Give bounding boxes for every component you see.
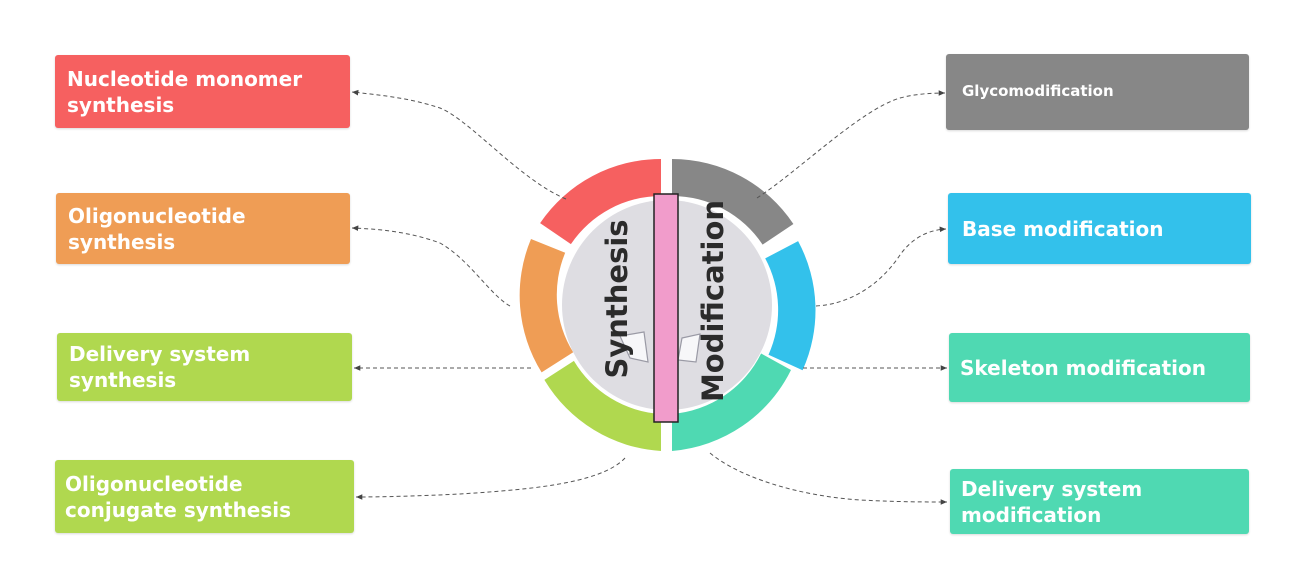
box-glycomodification: Glycomodification bbox=[946, 54, 1249, 130]
box-label-line: Delivery system bbox=[961, 476, 1143, 501]
ring-segment-green bbox=[544, 360, 661, 451]
ring-segment-teal bbox=[672, 353, 791, 451]
box-nucleotide-monomer-synthesis: Nucleotide monomer synthesis bbox=[55, 55, 350, 128]
box-delivery-system-modification: Delivery system modification bbox=[950, 469, 1249, 534]
ring-segment-red bbox=[540, 159, 661, 245]
center-divider-bar bbox=[653, 193, 679, 423]
hands-icon bbox=[619, 331, 701, 363]
box-label-line: Oligonucleotide bbox=[65, 471, 243, 496]
box-label-line: Nucleotide monomer bbox=[67, 66, 303, 91]
synthesis-label: Synthesis bbox=[600, 219, 634, 378]
box-label-line: Delivery system synthesis bbox=[69, 342, 251, 392]
connector-nucleotide-monomer bbox=[351, 89, 567, 200]
box-label-line: modification bbox=[961, 502, 1102, 527]
box-base-modification: Base modification bbox=[948, 193, 1251, 264]
connector-oligonucleotide bbox=[351, 225, 511, 307]
ring-segment-blue bbox=[765, 241, 816, 371]
box-label-line: synthesis bbox=[67, 92, 175, 117]
box-skeleton-modification: Skeleton modification bbox=[949, 333, 1250, 402]
connector-delivery-modification bbox=[709, 452, 948, 505]
modification-label: Modification bbox=[696, 200, 730, 402]
box-label-line: Oligonucleotide synthesis bbox=[68, 203, 246, 254]
connector-conjugate bbox=[355, 457, 626, 500]
connector-glycomodification bbox=[756, 90, 946, 199]
ring-segment-orange bbox=[519, 239, 574, 373]
box-delivery-system-synthesis: Delivery system synthesis bbox=[57, 333, 352, 401]
box-label-line: conjugate synthesis bbox=[65, 497, 292, 522]
box-oligonucleotide-synthesis: Oligonucleotide synthesis bbox=[56, 193, 350, 264]
box-oligonucleotide-conjugate-synthesis: Oligonucleotide conjugate synthesis bbox=[55, 460, 354, 533]
box-label-line: Glycomodification bbox=[962, 82, 1114, 101]
connector-base-modification bbox=[815, 226, 947, 307]
box-label-line: Skeleton modification bbox=[960, 355, 1206, 380]
ring-segment-gray bbox=[672, 159, 794, 245]
box-label-line: Base modification bbox=[962, 216, 1164, 241]
